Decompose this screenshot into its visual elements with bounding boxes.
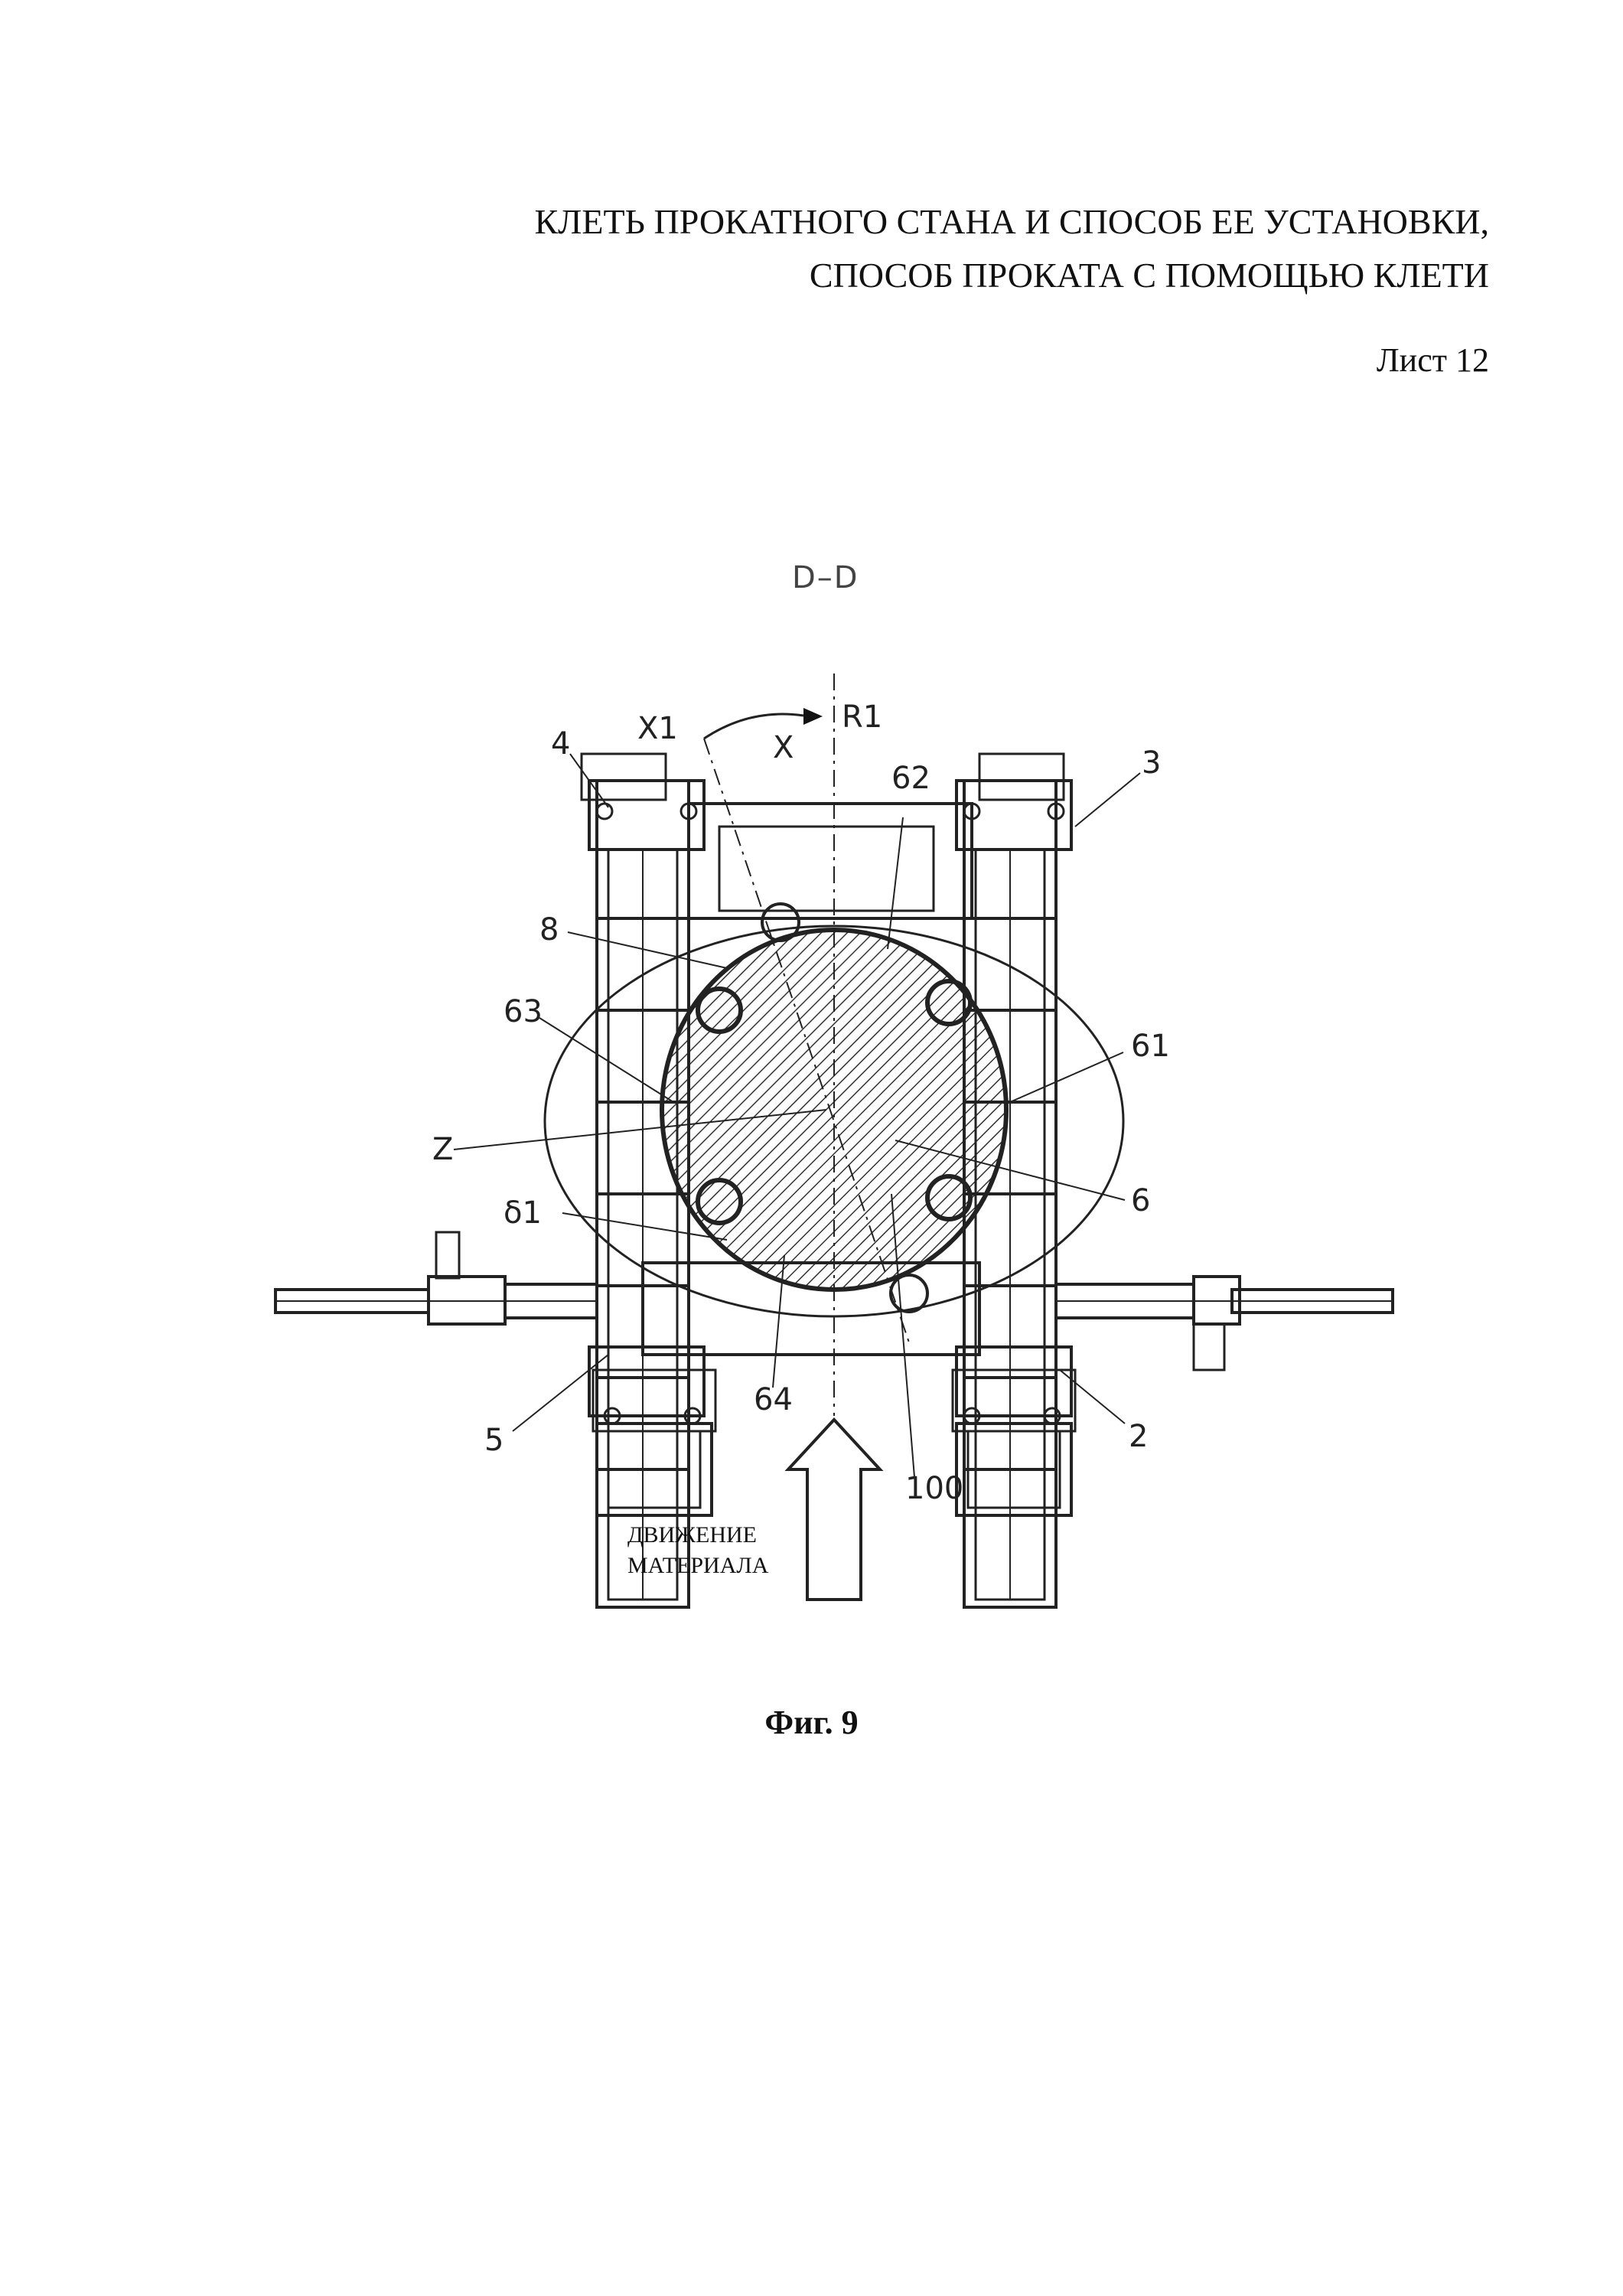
- label-5: 5: [484, 1423, 504, 1458]
- label-63: 63: [504, 994, 543, 1029]
- label-x: X: [773, 730, 794, 765]
- section-label: D–D: [792, 560, 859, 595]
- label-100: 100: [905, 1471, 963, 1506]
- top-beam: [687, 802, 973, 920]
- label-z: Z: [432, 1132, 453, 1167]
- movement-line-2: МАТЕРИАЛА: [627, 1553, 769, 1578]
- rotated-axis: [703, 738, 911, 1348]
- label-r1: R1: [842, 700, 882, 735]
- left-cylinder: [274, 1231, 598, 1326]
- label-61: 61: [1131, 1029, 1170, 1064]
- label-4: 4: [551, 726, 570, 762]
- left-lower-block: [595, 1422, 713, 1517]
- material-arrow: [784, 1417, 884, 1601]
- title-line-1: КЛЕТЬ ПРОКАТНОГО СТАНА И СПОСОБ ЕЕ УСТАН…: [534, 202, 1489, 241]
- label-6: 6: [1131, 1183, 1150, 1218]
- rotation-arc: [703, 713, 804, 740]
- right-frame: [955, 779, 1073, 1609]
- right-cylinder: [1054, 1275, 1394, 1371]
- label-8: 8: [539, 912, 559, 947]
- label-64: 64: [754, 1382, 793, 1417]
- figure-caption: Фиг. 9: [764, 1704, 859, 1741]
- movement-line-1: ДВИЖЕНИЕ: [627, 1522, 757, 1548]
- label-2: 2: [1129, 1419, 1148, 1454]
- label-62: 62: [891, 761, 930, 796]
- right-lower-block: [955, 1422, 1073, 1517]
- title-line-2: СПОСОБ ПРОКАТА С ПОМОЩЬЮ КЛЕТИ: [809, 256, 1489, 295]
- label-d1: δ1: [504, 1195, 542, 1231]
- left-frame: [588, 779, 713, 1609]
- label-x1: X1: [637, 711, 678, 746]
- sheet-number: Лист 12: [1376, 341, 1489, 379]
- label-3: 3: [1142, 745, 1161, 781]
- rotation-arrowhead: [803, 708, 823, 725]
